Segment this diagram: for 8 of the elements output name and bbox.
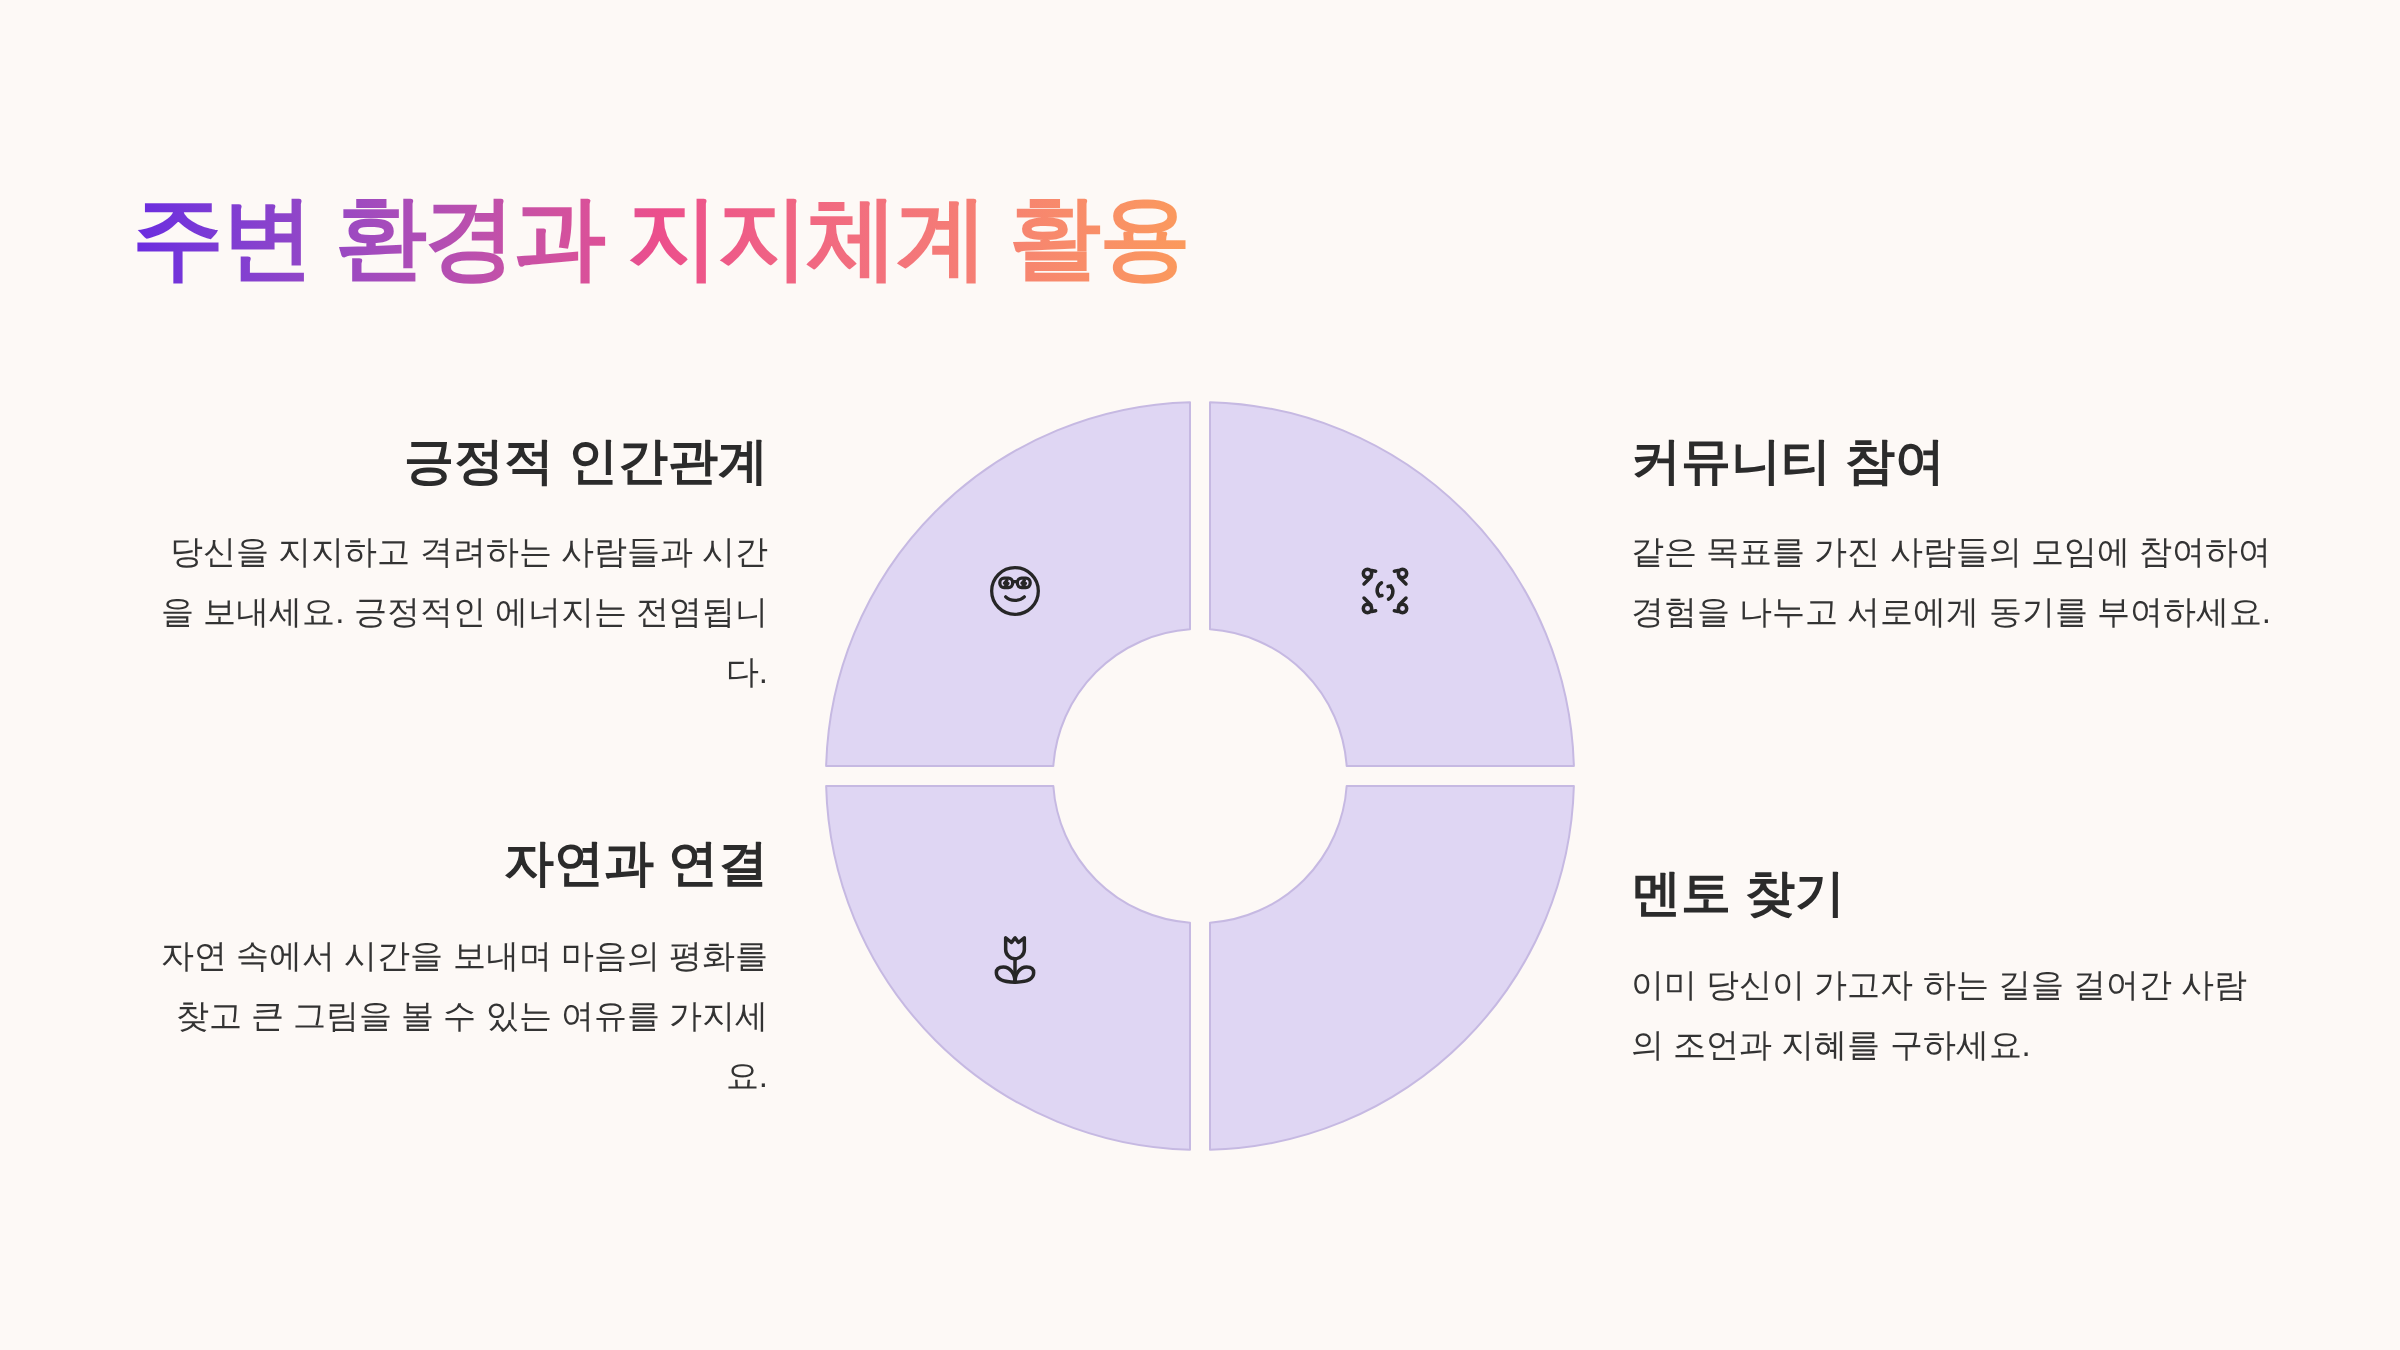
section-description: 이미 당신이 가고자 하는 길을 걸어간 사람의 조언과 지혜를 구하세요. <box>1631 965 2248 1065</box>
section-description: 자연 속에서 시간을 보내며 마음의 평화를 찾고 큰 그림을 볼 수 있는 여유를 가지세요. <box>160 936 768 1096</box>
section-heading: 자연과 연결 <box>503 834 768 893</box>
section-heading: 멘토 찾기 <box>1631 864 1846 923</box>
section-description: 같은 목표를 가진 사람들의 모임에 참여하여 경험을 나누고 서로에게 동기를 부여하세요. <box>1631 532 2271 632</box>
section-heading: 커뮤니티 참여 <box>1631 432 1946 491</box>
section-heading: 긍정적 인간관계 <box>403 432 768 491</box>
section-description: 당신을 지지하고 격려하는 사람들과 시간을 보내세요. 긍정적인 에너지는 전염됩니다. <box>160 532 768 692</box>
